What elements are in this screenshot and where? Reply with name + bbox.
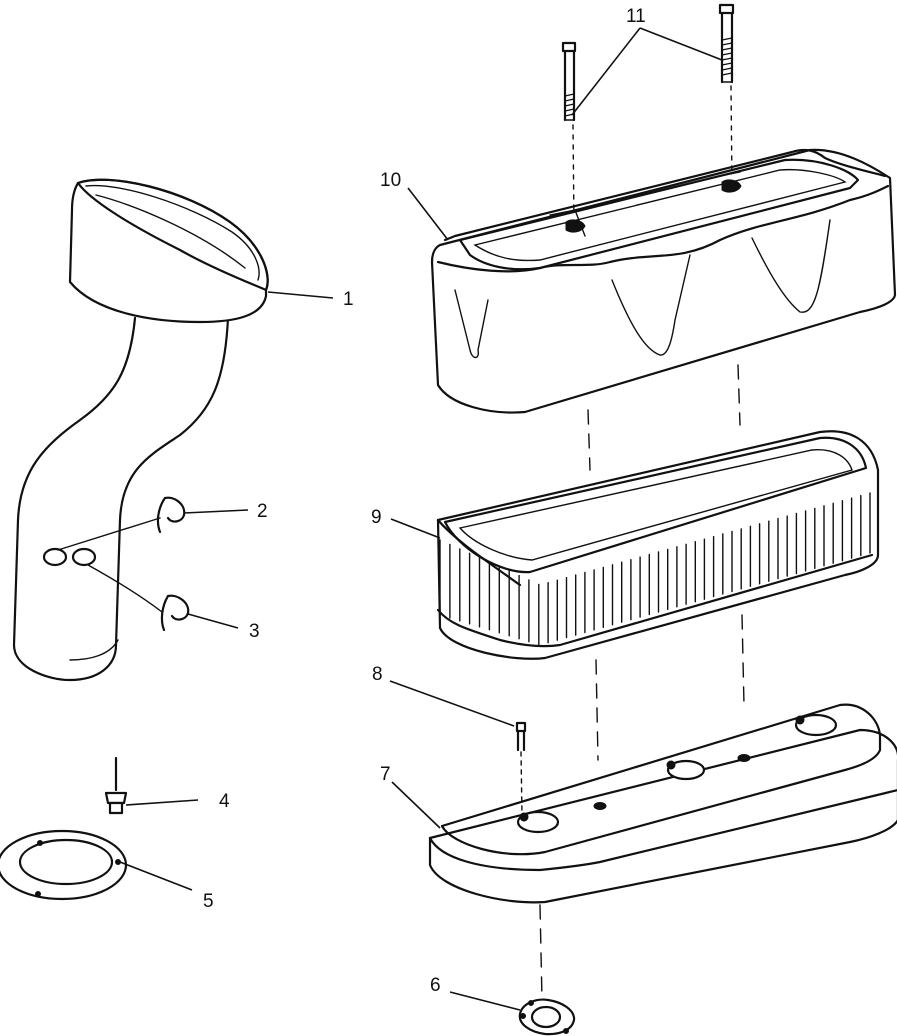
callout-4: 4 [219,791,230,812]
leader-lines [119,27,723,1011]
callout-1: 1 [343,289,354,310]
clip-part-2 [57,496,186,551]
intake-bell-mouth [68,178,269,324]
callout-10: 10 [380,170,401,191]
bolt-left [561,41,577,226]
screw-part-8 [515,721,527,816]
filter-element-part-9 [436,430,880,660]
callout-2: 2 [257,501,268,522]
callout-3: 3 [249,621,260,642]
base-plate-part-7 [428,703,897,904]
ring-flange-part-5 [0,829,128,901]
intake-tube [12,316,230,682]
tube-holes [42,547,97,567]
callout-5: 5 [203,891,214,912]
gasket-part-6 [518,998,576,1036]
callout-labels: 1 2 3 4 5 6 7 8 9 10 11 [203,6,646,996]
bolt-right [718,3,735,186]
rivet-part-4 [104,756,128,815]
callout-7: 7 [380,764,391,785]
callout-8: 8 [372,664,383,685]
clip-part-3 [87,564,190,632]
callout-6: 6 [430,975,441,996]
alignment-lines [539,364,745,1001]
airbox-cover-part-10 [430,148,897,414]
callout-11: 11 [626,6,646,27]
callout-9: 9 [371,507,382,528]
